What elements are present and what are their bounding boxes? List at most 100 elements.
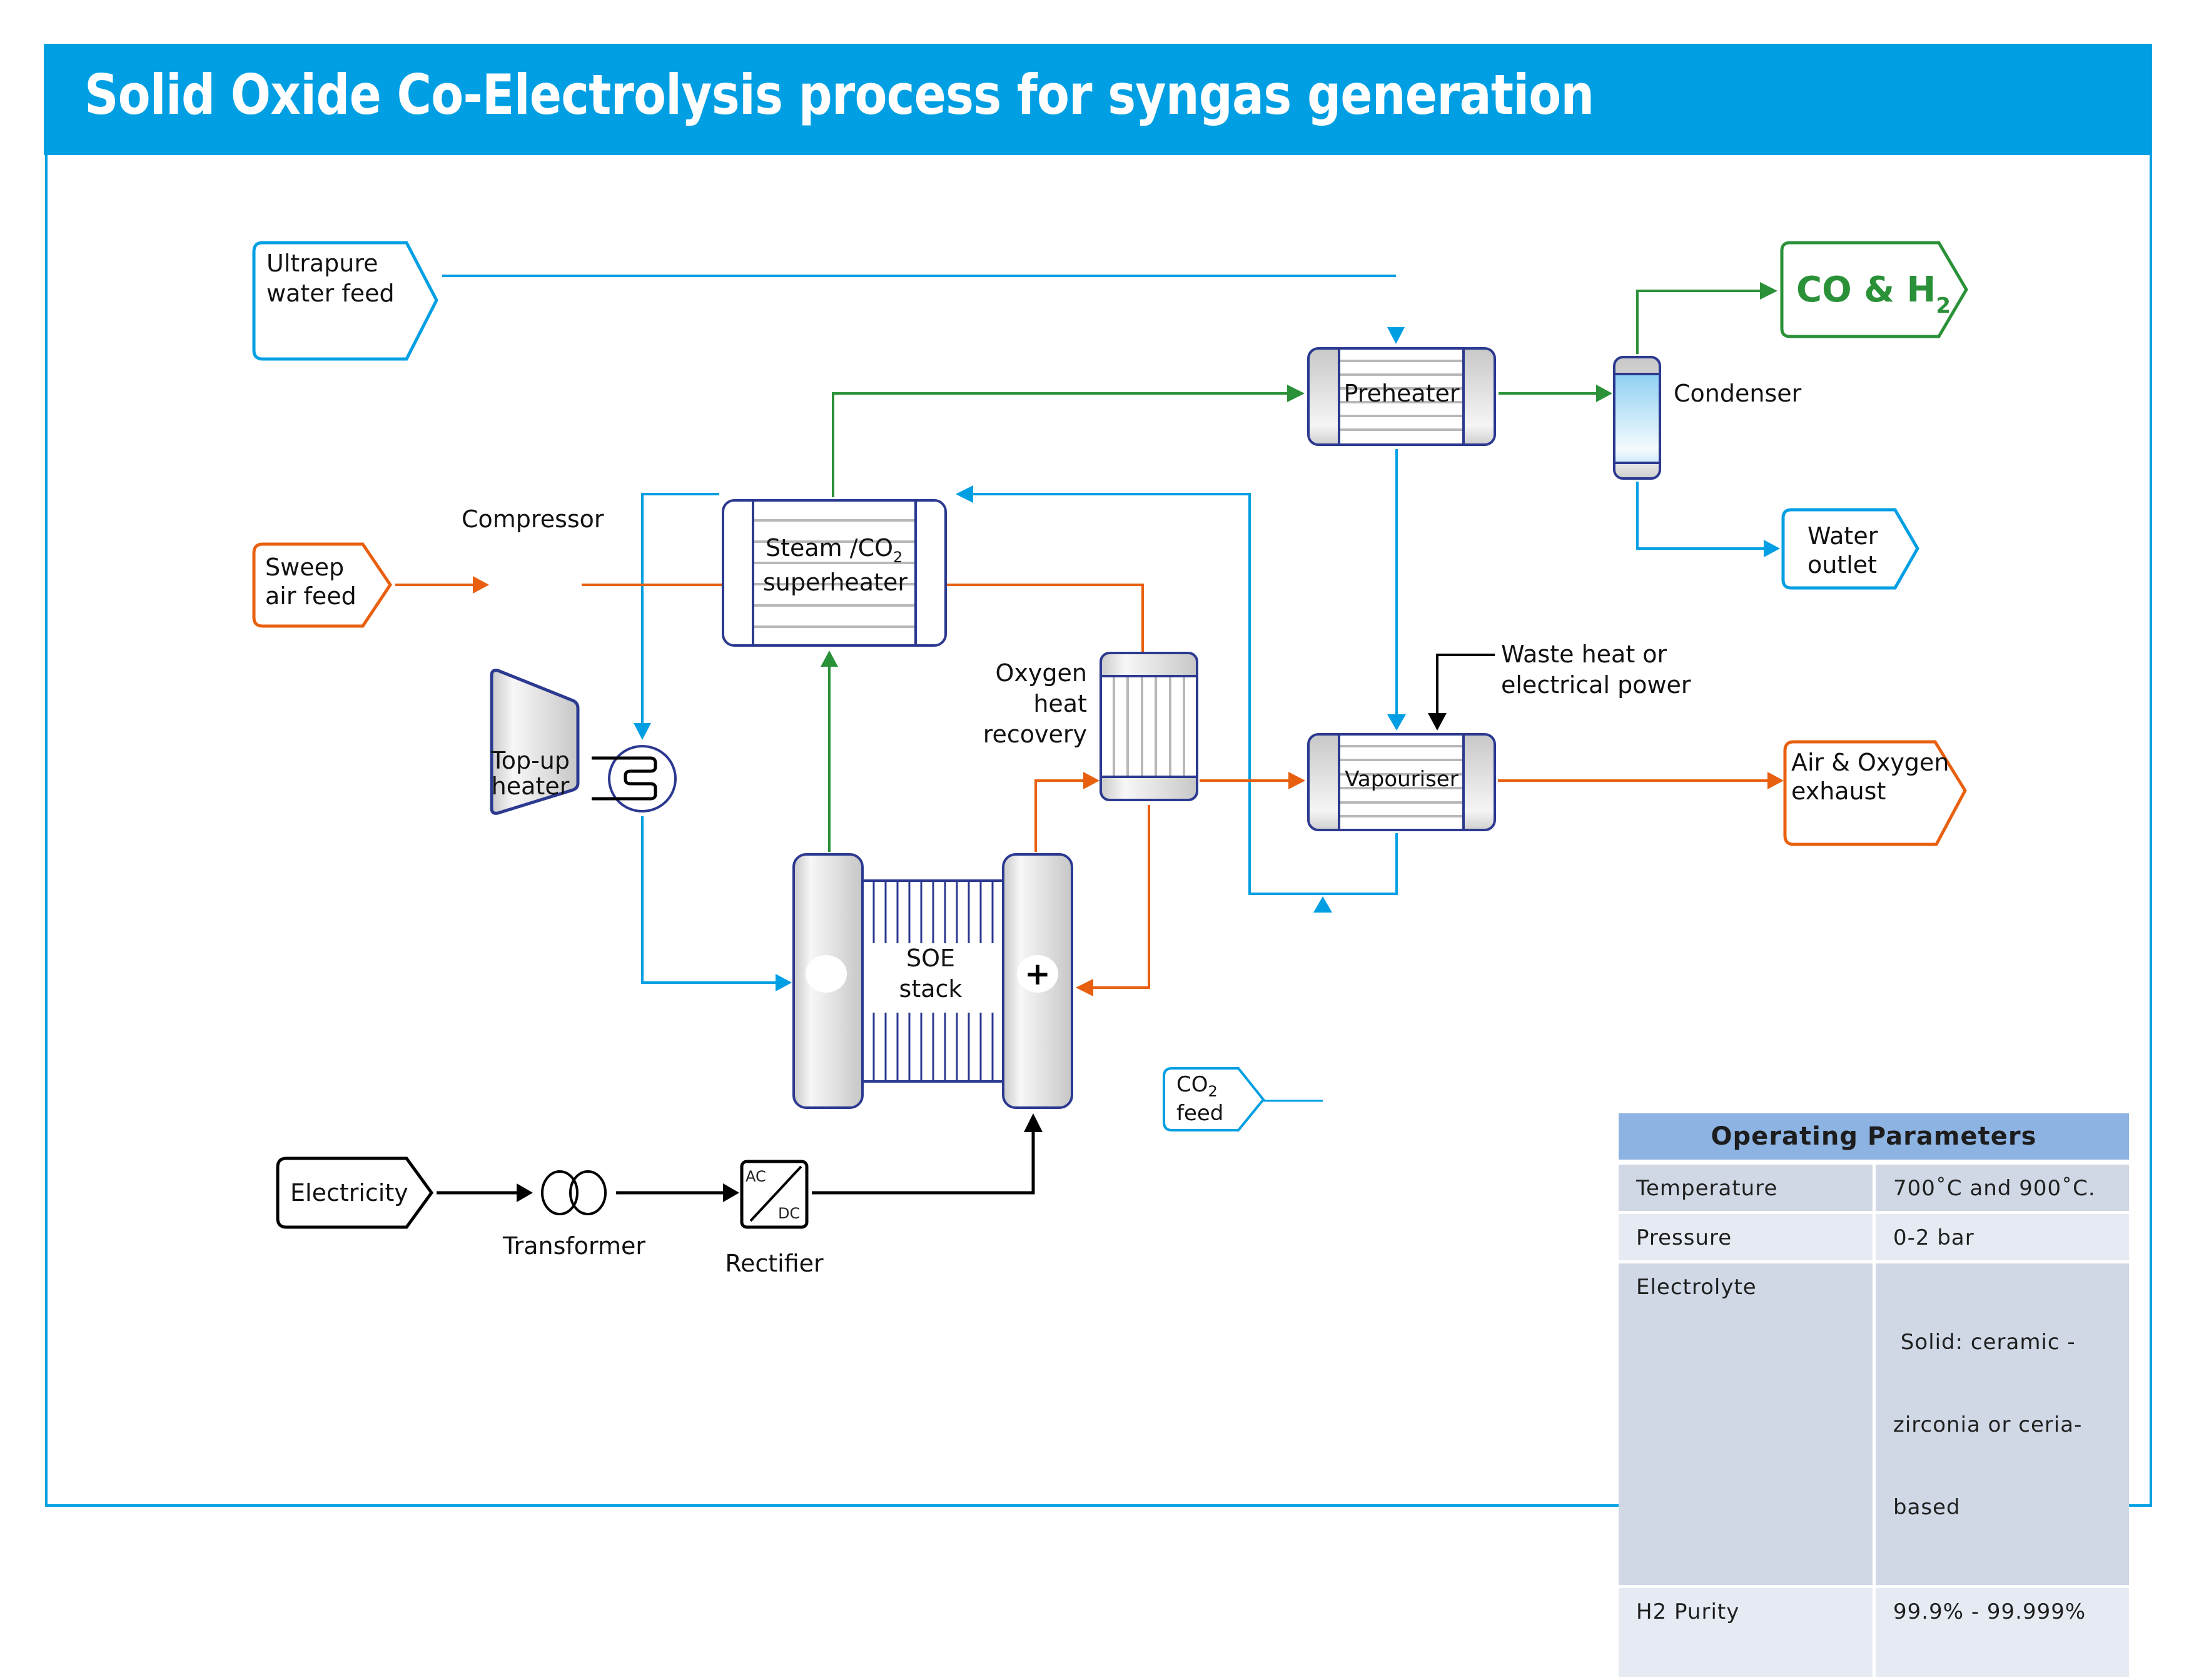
oxygen-hx-to-soe-line	[1093, 805, 1150, 989]
ultrapure-water-label-1: Ultrapure	[266, 250, 378, 277]
rectifier-dc-label: DC	[778, 1205, 800, 1222]
exhaust-label-1: Air & Oxygen	[1791, 749, 1949, 776]
plus-sign-icon: +	[1024, 956, 1051, 992]
superheater-to-preheater-line	[832, 392, 1288, 497]
condenser-label: Condenser	[1674, 380, 1802, 407]
stream-electricity[interactable]: Electricity	[276, 1156, 434, 1229]
arrow-into-water-outlet	[1764, 540, 1780, 557]
rectifier-label: Rectifier	[725, 1250, 824, 1277]
preheater[interactable]: Preheater	[1307, 347, 1496, 446]
arrow-into-soe	[776, 974, 792, 991]
syngas-arrowheads	[821, 282, 1777, 667]
transformer-coil-1-icon	[541, 1170, 579, 1215]
condenser-to-product-line	[1636, 290, 1760, 354]
parameter-row-temperature: Temperature 700˚C and 900˚C.	[1619, 1165, 2129, 1214]
soe-stack[interactable]: + SOE stack	[792, 853, 1073, 1109]
water-outlet-label-1: Water	[1807, 522, 1878, 550]
parameter-row-h2-purity: H2 Purity 99.9% - 99.999%	[1619, 1588, 2129, 1680]
top-up-heater[interactable]: Top-up heater	[490, 745, 677, 812]
exhaust-label-2: exhaust	[1791, 777, 1886, 805]
arrow-into-preheater-side	[1287, 385, 1305, 402]
water-arrowheads	[634, 327, 1780, 991]
air-lines	[395, 584, 1767, 989]
parameter-value: 99.9% - 99.999%	[1876, 1588, 2129, 1680]
arrow-into-compressor	[473, 576, 489, 594]
anode-terminal-icon	[1017, 955, 1058, 993]
waste-heat-label-2: electrical power	[1501, 671, 1691, 699]
parameter-row-pressure: Pressure 0-2 bar	[1619, 1214, 2129, 1263]
condenser[interactable]: Condenser	[1613, 356, 1802, 480]
vapouriser-to-superheater-line	[973, 493, 1398, 895]
page-title: Solid Oxide Co-Electrolysis process for …	[84, 63, 1594, 127]
preheater-tubes	[1339, 360, 1464, 431]
superheater-label-2: superheater	[763, 569, 907, 596]
arrow-into-oxygen-hx-side	[1083, 772, 1100, 789]
soe-label-2: stack	[899, 975, 963, 1003]
diagram-frame	[45, 44, 2152, 1507]
oxygen-hx-tubes	[1113, 677, 1185, 776]
arrow-into-soe-cathode	[1024, 1113, 1043, 1132]
rectifier-ac-label: AC	[746, 1168, 766, 1185]
arrow-into-product	[1760, 282, 1777, 300]
arrow-into-superheater-bottom	[821, 650, 838, 667]
stream-water-outlet[interactable]: Water outlet	[1781, 508, 1919, 590]
soe-to-oxygen-hx-line	[1034, 779, 1083, 852]
soe-label-1: SOE	[906, 944, 955, 972]
stream-air-oxygen-exhaust[interactable]: Air & Oxygen exhaust	[1783, 740, 1967, 846]
arrow-into-vapouriser	[1387, 714, 1406, 731]
oxygen-heat-recovery[interactable]: Oxygen heat recovery	[983, 652, 1198, 801]
parameter-name: Temperature	[1619, 1165, 1876, 1214]
superheater-tubes	[753, 519, 916, 628]
stream-sweep-air-feed[interactable]: Sweep air feed	[252, 542, 393, 628]
parameter-value: 700˚C and 900˚C.	[1876, 1165, 2129, 1214]
transformer[interactable]: Transformer	[502, 1170, 645, 1260]
arrow-into-exhaust	[1767, 772, 1784, 789]
arrow-up-return	[1313, 896, 1332, 913]
electricity-label: Electricity	[290, 1179, 408, 1207]
arrow-into-vapouriser-top	[1428, 713, 1447, 731]
arrow-into-preheater	[1387, 327, 1405, 344]
power-arrowheads	[517, 713, 1447, 1202]
operating-parameters-title: Operating Parameters	[1619, 1113, 2129, 1160]
title-banner	[44, 44, 2150, 155]
stream-co-h2-product[interactable]: CO & H2	[1780, 241, 1968, 338]
co-h2-label: CO & H2	[1796, 270, 1951, 318]
cathode-terminal-icon	[806, 955, 847, 993]
sweep-air-label-1: Sweep	[265, 554, 344, 581]
vapouriser[interactable]: Vapouriser	[1307, 733, 1496, 831]
stream-ultrapure-water-feed[interactable]: Ultrapure water feed	[252, 241, 438, 361]
parameter-name: Pressure	[1619, 1214, 1876, 1263]
heater-to-soe-line	[641, 816, 776, 984]
oxygen-hx-label-1: Oxygen	[996, 659, 1087, 687]
arrow-into-superheater	[956, 485, 973, 503]
rectifier[interactable]: AC DC Rectifier	[725, 1160, 824, 1277]
syngas-lines	[828, 290, 1760, 852]
power-lines	[437, 654, 1495, 1195]
oxygen-hx-label-2: heat	[1033, 690, 1087, 717]
arrow-into-rectifier	[723, 1183, 739, 1202]
parameter-row-electrolyte: Electrolyte Solid: ceramic - zirconia or…	[1619, 1263, 2129, 1588]
arrow-into-soe-anode	[1076, 979, 1093, 996]
electrolyte-value-line-2: zirconia or ceria-	[1893, 1412, 2083, 1437]
parameter-name: H2 Purity	[1619, 1588, 1876, 1680]
top-up-heater-label-1: Top-up	[490, 747, 570, 774]
operating-parameters-table: Operating Parameters Temperature 700˚C a…	[1619, 1113, 2129, 1680]
vapouriser-label: Vapouriser	[1345, 767, 1458, 792]
arrow-into-transformer	[517, 1183, 533, 1202]
soe-cell-fins	[872, 882, 994, 1080]
electrolyte-value-line-3: based	[1893, 1495, 1961, 1520]
arrow-into-vapouriser-side	[1288, 772, 1305, 789]
parameter-value: 0-2 bar	[1876, 1214, 2129, 1263]
vapouriser-tubes	[1339, 745, 1464, 817]
top-up-heater-label-2: heater	[492, 772, 570, 800]
water-lines	[442, 275, 1764, 1102]
steam-co2-superheater[interactable]: Steam /CO2 superheater	[722, 499, 947, 647]
stream-co2-feed[interactable]: CO2 feed	[1163, 1067, 1265, 1131]
waste-heat-line	[1436, 654, 1495, 713]
arrow-into-condenser	[1596, 385, 1612, 402]
waste-heat-input: Waste heat or electrical power	[1501, 640, 1691, 699]
compressor[interactable]: Compressor	[462, 505, 604, 815]
co2-feed-label-2: feed	[1176, 1101, 1223, 1126]
superheater-to-heater-line	[641, 493, 719, 726]
preheater-label: Preheater	[1343, 380, 1459, 407]
